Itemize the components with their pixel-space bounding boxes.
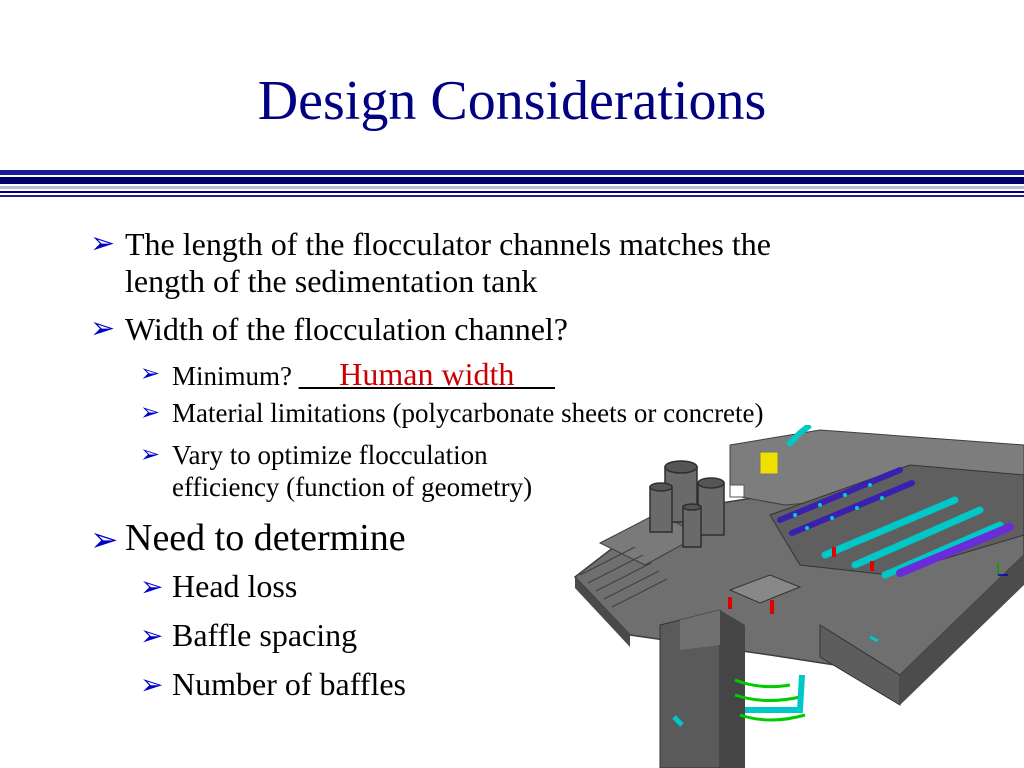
- sub-bullet-arrow-icon: ➢: [140, 361, 161, 387]
- blank-line: ___: [514, 361, 555, 391]
- sub-bullet-material: Material limitations (polycarbonate shee…: [172, 398, 764, 428]
- bullet-text-line: The length of the flocculator channels m…: [125, 226, 771, 262]
- bullet-need-to-determine: Need to determine: [125, 517, 406, 559]
- sub-bullet-minimum: Minimum? ___Human width___: [172, 358, 555, 392]
- sub-bullet-arrow-icon: ➢: [140, 572, 164, 603]
- bullet-arrow-icon: ➢: [90, 312, 116, 345]
- bullet-channel-length: The length of the flocculator channels m…: [125, 226, 771, 300]
- minimum-label: Minimum?: [172, 361, 299, 391]
- sub-bullet-arrow-icon: ➢: [140, 442, 161, 468]
- title-divider: [0, 170, 1024, 198]
- sub-bullet-arrow-icon: ➢: [140, 400, 161, 426]
- sub-bullet-arrow-icon: ➢: [140, 670, 164, 701]
- slide-title: Design Considerations: [257, 70, 767, 132]
- bullet-channel-width: Width of the flocculation channel?: [125, 311, 568, 347]
- need-item-number-of-baffles: Number of baffles: [172, 666, 406, 702]
- need-item-head-loss: Head loss: [172, 568, 298, 604]
- blank-line: ___: [298, 361, 340, 391]
- sub-bullet-arrow-icon: ➢: [140, 621, 164, 652]
- minimum-answer: Human width: [339, 356, 515, 392]
- need-item-baffle-spacing: Baffle spacing: [172, 617, 358, 653]
- sub-bullet-vary: Vary to optimize flocculation efficiency…: [172, 439, 532, 503]
- sub-bullet-text-line: Vary to optimize flocculation: [172, 440, 488, 470]
- bullet-arrow-icon: ➢: [90, 522, 119, 559]
- bullet-arrow-icon: ➢: [90, 227, 116, 260]
- sub-bullet-text-line: efficiency (function of geometry): [172, 472, 533, 502]
- flocculator-3d-model-image: [573, 425, 1024, 768]
- bullet-text-line: length of the sedimentation tank: [125, 263, 538, 299]
